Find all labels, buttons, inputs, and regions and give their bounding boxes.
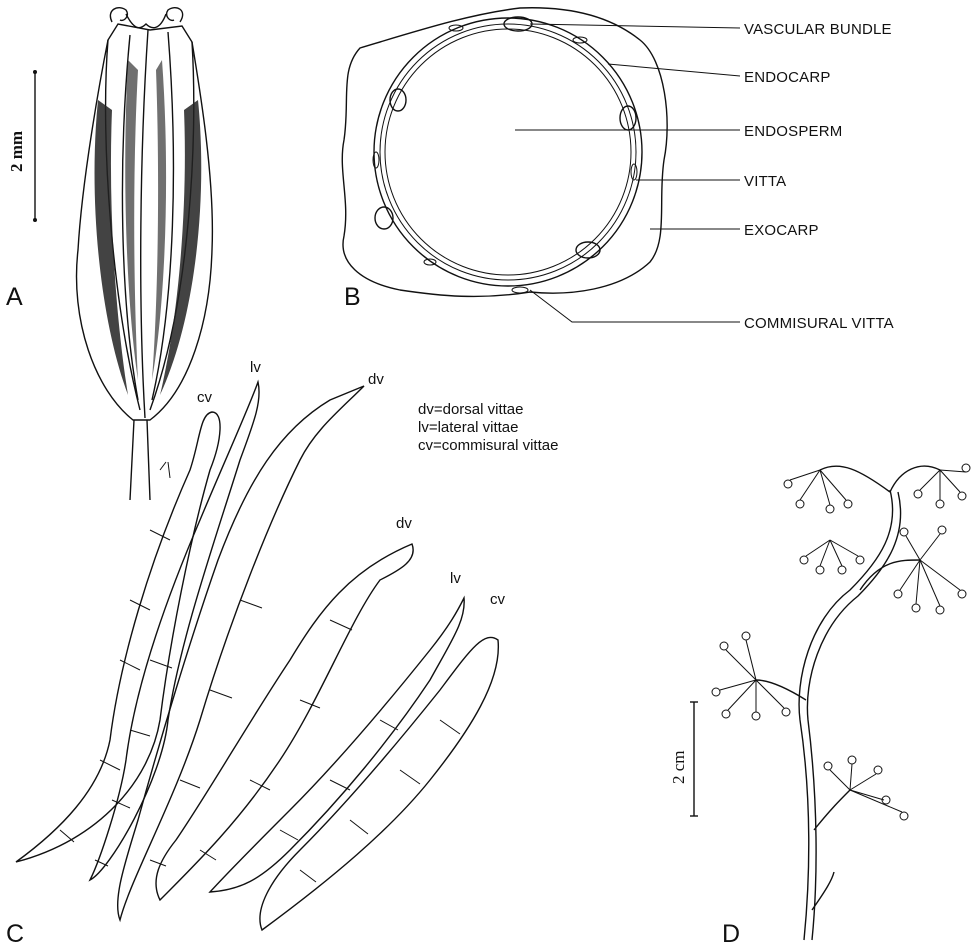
umbel-top-right: [914, 464, 970, 508]
panel-a-fruit-drawing: [77, 8, 213, 500]
panel-c-vittae-drawing: [16, 382, 498, 930]
legend-line-1: dv=dorsal vittae: [418, 401, 523, 418]
umbel-lower: [712, 632, 790, 720]
panel-label-a: A: [6, 283, 23, 311]
vitta-tag-dv-2: dv: [396, 515, 412, 532]
panel-a-scale-bar: 2 mm: [7, 70, 37, 222]
panel-b-cross-section: [342, 8, 667, 297]
umbel-mid-right: [894, 526, 966, 614]
vitta-tag-cv-1: cv: [197, 389, 213, 406]
panel-d-plant-drawing: [712, 464, 970, 940]
label-commisural-vitta: COMMISURAL VITTA: [744, 315, 894, 332]
scale-bar-label-d: 2 cm: [669, 750, 688, 784]
vitta-tag-cv-2: cv: [490, 591, 506, 608]
panel-label-b: B: [344, 283, 361, 311]
vitta-tag-dv-1: dv: [368, 371, 384, 388]
vitta-tag-lv-1: lv: [250, 359, 261, 376]
legend-line-2: lv=lateral vittae: [418, 419, 518, 436]
label-vitta: VITTA: [744, 173, 786, 190]
panel-label-d: D: [722, 920, 740, 946]
panel-d-scale-bar: 2 cm: [669, 702, 698, 816]
label-endosperm: ENDOSPERM: [744, 123, 842, 140]
vitta-tag-lv-2: lv: [450, 570, 461, 587]
umbel-bottom: [824, 756, 908, 820]
umbel-top-left: [784, 470, 852, 513]
panel-label-c: C: [6, 920, 24, 946]
legend-line-3: cv=commisural vittae: [418, 437, 558, 454]
label-exocarp: EXOCARP: [744, 222, 819, 239]
umbel-mid-left: [800, 540, 864, 574]
label-vascular-bundle: VASCULAR BUNDLE: [744, 21, 892, 38]
label-endocarp: ENDOCARP: [744, 69, 831, 86]
scale-bar-label-a: 2 mm: [7, 131, 26, 172]
